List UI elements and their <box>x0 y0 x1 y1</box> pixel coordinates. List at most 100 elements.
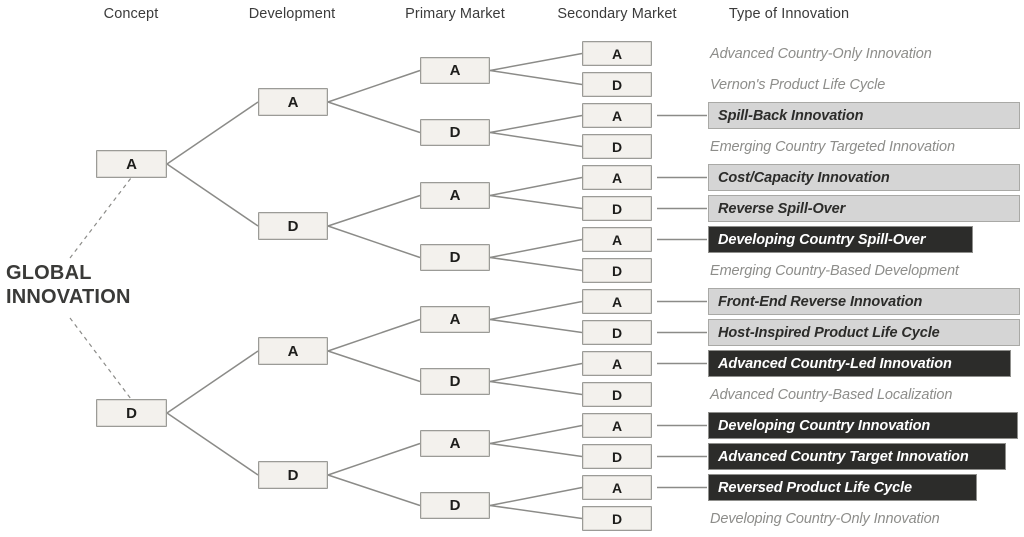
primary-market-node-4-d[interactable]: D <box>420 244 490 271</box>
tree-edge <box>489 69 583 86</box>
tree-edge <box>489 131 583 148</box>
secondary-market-node-13-a[interactable]: A <box>582 413 652 438</box>
primary-market-node-6-d[interactable]: D <box>420 368 490 395</box>
outcome-label-9: Front-End Reverse Innovation <box>708 288 1020 315</box>
outcome-label-8: Emerging Country-Based Development <box>710 262 959 279</box>
outcome-label-11: Advanced Country-Led Innovation <box>708 350 1011 377</box>
primary-market-node-1-a[interactable]: A <box>420 57 490 84</box>
primary-market-node-2-d[interactable]: D <box>420 119 490 146</box>
node-label: A <box>611 231 623 248</box>
column-header-5: Type of Innovation <box>728 6 850 22</box>
node-label: A <box>611 479 623 496</box>
tree-edge <box>489 318 583 334</box>
outcome-label-6: Reverse Spill-Over <box>708 195 1020 222</box>
node-label: A <box>611 107 623 124</box>
tree-edge <box>327 194 421 227</box>
node-label: D <box>449 249 461 266</box>
outcome-label-14: Advanced Country Target Innovation <box>708 443 1006 470</box>
secondary-market-node-9-a[interactable]: A <box>582 289 652 314</box>
node-label: D <box>287 466 299 484</box>
node-label: D <box>611 386 623 403</box>
node-label: D <box>449 497 461 514</box>
outcome-label-5: Cost/Capacity Innovation <box>708 164 1020 191</box>
node-label: A <box>611 45 623 62</box>
secondary-market-node-11-a[interactable]: A <box>582 351 652 376</box>
development-node-2-d[interactable]: D <box>258 212 328 240</box>
tree-edge <box>489 238 583 259</box>
node-label: D <box>287 217 299 235</box>
tree-edge <box>327 442 421 476</box>
node-label: D <box>611 448 623 465</box>
development-node-3-a[interactable]: A <box>258 337 328 365</box>
tree-edge <box>489 176 583 197</box>
secondary-market-node-7-a[interactable]: A <box>582 227 652 252</box>
node-label: A <box>449 62 461 79</box>
node-label: A <box>611 355 623 372</box>
outcome-label-2: Vernon's Product Life Cycle <box>710 76 886 93</box>
tree-edge <box>489 504 583 520</box>
secondary-market-node-6-d[interactable]: D <box>582 196 652 221</box>
tree-edge <box>489 256 583 272</box>
tree-edge <box>327 225 421 259</box>
development-node-4-d[interactable]: D <box>258 461 328 489</box>
secondary-market-node-12-d[interactable]: D <box>582 382 652 407</box>
outcome-label-10: Host-Inspired Product Life Cycle <box>708 319 1020 346</box>
concept-node-1-a[interactable]: A <box>96 150 167 178</box>
tree-edge <box>489 194 583 210</box>
secondary-market-node-4-d[interactable]: D <box>582 134 652 159</box>
outcome-label-16: Developing Country-Only Innovation <box>710 510 940 527</box>
outcome-label-7: Developing Country Spill-Over <box>708 226 973 253</box>
node-label: D <box>611 138 623 155</box>
tree-edge <box>489 442 583 458</box>
outcome-label-15: Reversed Product Life Cycle <box>708 474 977 501</box>
tree-edge <box>327 318 421 352</box>
secondary-market-node-5-a[interactable]: A <box>582 165 652 190</box>
secondary-market-node-14-d[interactable]: D <box>582 444 652 469</box>
secondary-market-node-10-d[interactable]: D <box>582 320 652 345</box>
node-label: D <box>449 124 461 141</box>
tree-edge <box>489 300 583 321</box>
secondary-market-node-16-d[interactable]: D <box>582 506 652 531</box>
secondary-market-node-8-d[interactable]: D <box>582 258 652 283</box>
node-label: A <box>449 187 461 204</box>
node-label: A <box>611 293 623 310</box>
node-label: A <box>287 93 299 111</box>
primary-market-node-5-a[interactable]: A <box>420 306 490 333</box>
node-label: A <box>449 435 461 452</box>
column-header-2: Development <box>248 6 336 22</box>
node-label: A <box>126 155 137 173</box>
tree-edge <box>166 350 259 414</box>
outcome-label-3: Spill-Back Innovation <box>708 102 1020 129</box>
root-connector-line <box>69 177 132 259</box>
node-label: A <box>611 417 623 434</box>
primary-market-node-3-a[interactable]: A <box>420 182 490 209</box>
development-node-1-a[interactable]: A <box>258 88 328 116</box>
column-header-4: Secondary Market <box>557 6 677 22</box>
secondary-market-node-3-a[interactable]: A <box>582 103 652 128</box>
concept-node-2-d[interactable]: D <box>96 399 167 427</box>
tree-edge <box>327 69 421 103</box>
node-label: D <box>449 373 461 390</box>
tree-edge <box>489 114 583 134</box>
node-label: D <box>611 262 623 279</box>
tree-edge <box>327 350 421 383</box>
node-label: D <box>611 324 623 341</box>
tree-edge <box>489 380 583 396</box>
outcome-label-12: Advanced Country-Based Localization <box>710 386 953 403</box>
tree-edge <box>489 486 583 507</box>
primary-market-node-8-d[interactable]: D <box>420 492 490 519</box>
tree-edge <box>166 412 259 476</box>
primary-market-node-7-a[interactable]: A <box>420 430 490 457</box>
node-label: D <box>611 510 623 527</box>
outcome-label-1: Advanced Country-Only Innovation <box>710 45 932 62</box>
tree-edge <box>489 52 583 72</box>
tree-edge <box>166 101 259 165</box>
secondary-market-node-1-a[interactable]: A <box>582 41 652 66</box>
node-label: A <box>287 342 299 360</box>
tree-edge <box>166 163 259 227</box>
column-header-1: Concept <box>103 6 159 22</box>
secondary-market-node-15-a[interactable]: A <box>582 475 652 500</box>
node-label: A <box>449 311 461 328</box>
secondary-market-node-2-d[interactable]: D <box>582 72 652 97</box>
